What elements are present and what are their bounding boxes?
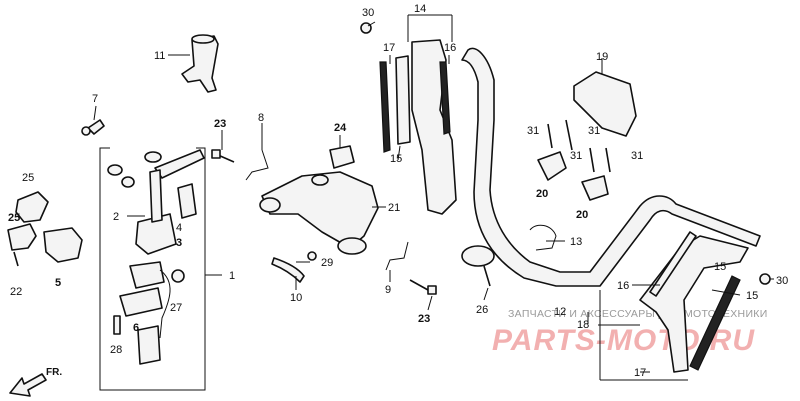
callout-label: 31 bbox=[527, 125, 539, 137]
callout-label: 12 bbox=[554, 306, 566, 318]
callout-label: 22 bbox=[10, 286, 22, 298]
callout-label: 18 bbox=[577, 319, 589, 331]
callout-label: 3 bbox=[176, 237, 182, 249]
callout-label: 7 bbox=[92, 93, 98, 105]
watermark-tagline: ЗАПЧАСТИ И АКСЕССУАРЫ ДЛЯ МОТОТЕХНИКИ bbox=[508, 308, 768, 320]
watermark: ЗАПЧАСТИ И АКСЕССУАРЫ ДЛЯ МОТОТЕХНИКИ PA… bbox=[492, 308, 768, 357]
part-key bbox=[81, 119, 105, 136]
callout-label: 10 bbox=[290, 292, 302, 304]
part-screw-29 bbox=[307, 251, 317, 261]
part-handlebar-pipe bbox=[461, 47, 761, 287]
callout-label: 31 bbox=[588, 125, 600, 137]
part-top-bridge bbox=[259, 171, 379, 255]
front-direction-arrow: FR. bbox=[9, 367, 62, 397]
callout-label: 21 bbox=[388, 202, 400, 214]
callout-label: 19 bbox=[596, 51, 608, 63]
callout-label: 17 bbox=[383, 42, 395, 54]
callout-label: 26 bbox=[476, 304, 488, 316]
callout-label: 2 bbox=[113, 211, 119, 223]
part-bolt-upper bbox=[211, 149, 235, 163]
callout-label: 17 bbox=[634, 367, 646, 379]
callout-label: 9 bbox=[385, 284, 391, 296]
callout-label: 13 bbox=[570, 236, 582, 248]
callout-label: 20 bbox=[576, 209, 588, 221]
part-clamp-13 bbox=[529, 224, 557, 251]
callout-leaders bbox=[93, 14, 774, 381]
part-cap-nut bbox=[329, 145, 355, 169]
part-handlebar-cover-right bbox=[639, 231, 771, 373]
callout-label: 15 bbox=[390, 153, 402, 165]
callout-label: 11 bbox=[154, 50, 165, 62]
part-screw-30 bbox=[360, 22, 372, 34]
callout-label: 23 bbox=[214, 118, 226, 130]
callout-label: 5 bbox=[55, 277, 61, 289]
part-band-26 bbox=[461, 245, 495, 287]
callout-label: 15 bbox=[746, 290, 758, 302]
callout-label: 1 bbox=[229, 270, 235, 282]
callout-label: 16 bbox=[444, 42, 456, 54]
part-bolt-lower bbox=[409, 279, 437, 295]
part-bolts-31 bbox=[547, 119, 611, 173]
callout-label: 25 bbox=[8, 212, 20, 224]
callout-label: 15 bbox=[714, 261, 726, 273]
callout-label: 30 bbox=[362, 7, 374, 19]
part-ignition-switch bbox=[107, 149, 205, 255]
callout-label: 29 bbox=[321, 257, 333, 269]
callout-label: 31 bbox=[570, 150, 582, 162]
callout-label: 30 bbox=[776, 275, 788, 287]
front-direction-label: FR. bbox=[46, 367, 62, 378]
callout-label: 4 bbox=[176, 222, 182, 234]
callout-label: 28 bbox=[110, 344, 122, 356]
ignition-assembly-bracket bbox=[99, 147, 222, 391]
part-switch-wiring bbox=[113, 261, 185, 365]
callout-label: 24 bbox=[334, 122, 347, 134]
callout-label: 23 bbox=[418, 313, 430, 325]
callout-label: 6 bbox=[133, 322, 139, 334]
callout-label: 14 bbox=[414, 3, 426, 15]
callout-label: 27 bbox=[170, 302, 182, 314]
part-handlebar-cover-left bbox=[379, 39, 457, 215]
callout-label: 25 bbox=[22, 172, 34, 184]
part-switch-left bbox=[7, 191, 83, 267]
callout-label: 20 bbox=[536, 188, 548, 200]
callout-label: 8 bbox=[258, 112, 264, 124]
callout-labels: 1 2 3 4 5 6 7 8 9 10 11 12 13 14 15 15 1… bbox=[8, 3, 788, 379]
part-wire-clip-8 bbox=[245, 149, 269, 181]
callout-label: 31 bbox=[631, 150, 643, 162]
part-holder-upper bbox=[537, 151, 567, 181]
part-top-cover bbox=[573, 71, 637, 137]
callout-label: 16 bbox=[617, 280, 629, 292]
part-holder-lower bbox=[581, 175, 609, 201]
part-throttle-holder bbox=[181, 34, 219, 93]
part-clip-9 bbox=[385, 241, 409, 271]
